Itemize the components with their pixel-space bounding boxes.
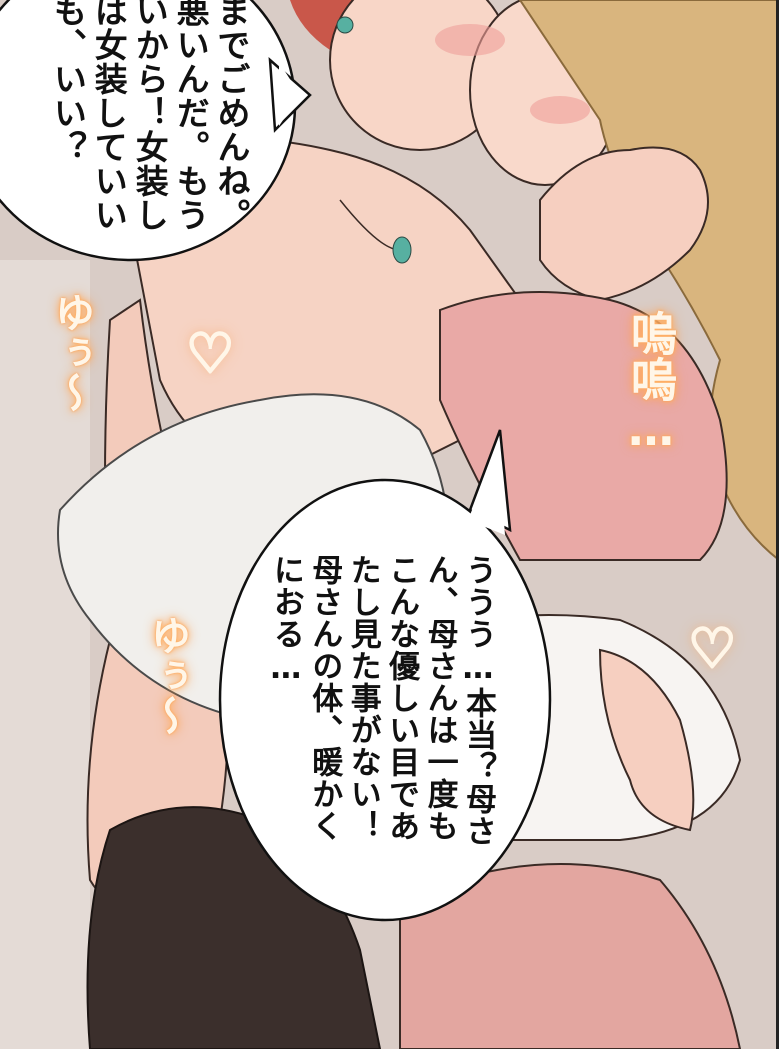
- earring: [336, 16, 354, 34]
- sound-effect-right: 嗚嗚…: [624, 310, 678, 456]
- sound-effect-left-1: ゆぅ～: [48, 292, 94, 412]
- heart-icon: ♡: [686, 617, 737, 680]
- sound-effect-left-2: ゆぅ～: [144, 615, 190, 735]
- speech-text-center: ううう…本当？母さ ん、母さんは一度も こんな優しい目であ たし見た事がない！ …: [267, 554, 496, 847]
- heart-icon: ♡: [184, 322, 235, 385]
- necklace-pendant: [392, 236, 412, 264]
- speech-text-upper: までごめんね。 悪いんだ。もう いから！女装し は女装していい も、いい？: [48, 0, 251, 232]
- background-door: [0, 260, 90, 1049]
- right-hand: [598, 648, 695, 832]
- speech-bubble-center: [218, 478, 552, 922]
